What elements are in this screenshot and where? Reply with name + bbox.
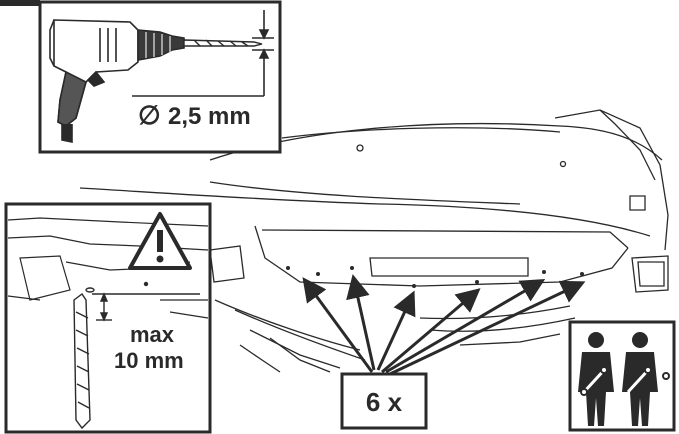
depth-label-line2: 10 mm — [114, 348, 184, 373]
pointer-arrows — [302, 274, 586, 376]
drill-icon — [49, 19, 185, 143]
bumper-fastener-dots — [286, 266, 584, 288]
depth-label-line1: max — [130, 322, 175, 347]
diameter-dimension — [132, 10, 274, 97]
arrow-1 — [302, 277, 374, 373]
diameter-symbol: ∅ — [138, 100, 161, 130]
warning-triangle-icon — [128, 212, 192, 270]
count-callout: 6 x — [340, 372, 428, 430]
drill-panel: ∅ 2,5 mm — [0, 0, 282, 154]
arrow-4 — [381, 288, 481, 374]
depth-panel: max 10 mm — [4, 202, 212, 434]
two-mechanics-icon — [568, 320, 676, 432]
depth-dimension — [92, 292, 200, 322]
drill-bit-vertical-icon — [73, 287, 95, 430]
diameter-label: 2,5 mm — [168, 103, 251, 130]
count-label: 6 x — [366, 387, 403, 417]
arrow-2 — [346, 274, 376, 371]
drill-bit-icon — [183, 39, 263, 47]
arrow-6 — [389, 280, 586, 376]
arrow-5 — [385, 278, 546, 374]
arrow-3 — [376, 290, 416, 371]
car-bumper-illustration — [79, 109, 669, 373]
